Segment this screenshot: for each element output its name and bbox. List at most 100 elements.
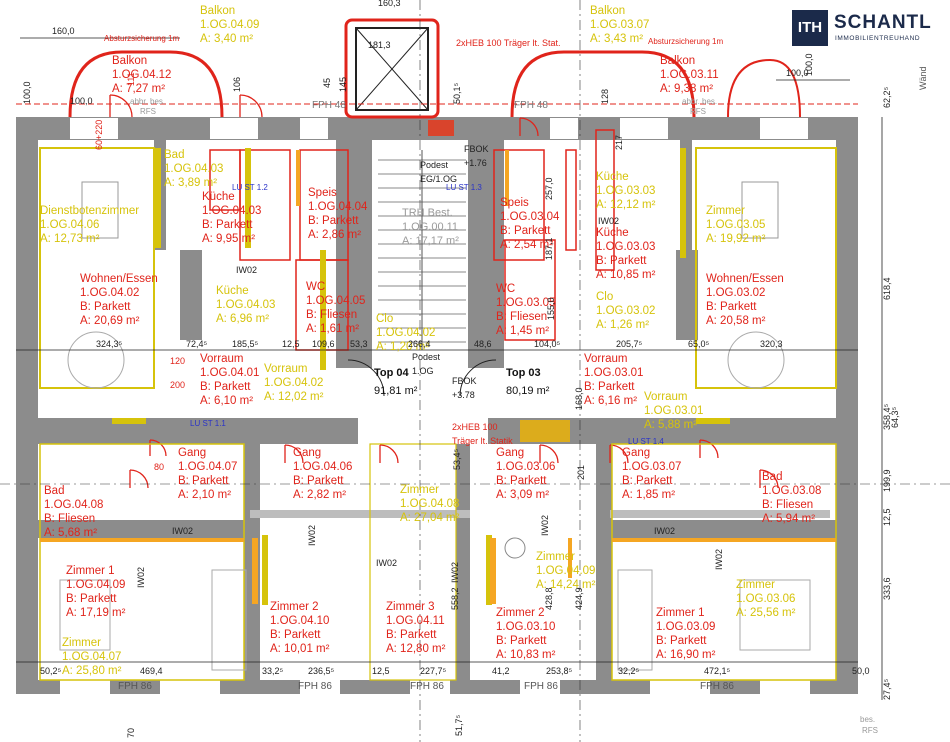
dim-label: 236,5⁵ [308, 666, 335, 676]
room-label-line: Küche [596, 171, 629, 183]
room-label-line: Zimmer 1 [656, 607, 705, 619]
room-label-line: A: 10,83 m² [496, 649, 556, 661]
dim-label: 187,1 [544, 237, 554, 260]
facade-label: FPH 86 [524, 681, 558, 692]
wall-segment [612, 520, 836, 538]
dim-label: 120 [170, 356, 185, 366]
wall-note: Wänd [918, 66, 928, 90]
wall-type-label: IW02 [654, 526, 675, 536]
door-swing [759, 469, 779, 489]
dim-label: 128 [600, 89, 610, 104]
dim-label: 32,2⁵ [618, 666, 640, 676]
steel-beam-note: 2xHEB 100 Träger lt. Stat. [456, 38, 561, 48]
room-label-line: A: 3,43 m² [590, 33, 643, 45]
wall-type-label: IW02 [598, 216, 619, 226]
logo-mark: ITH [792, 10, 828, 46]
room-label-line: B: Parkett [496, 635, 547, 647]
facade-label: FPH 86 [410, 681, 444, 692]
room-label-line: A: 3,89 m² [164, 177, 217, 189]
ventilation-label: LU ST 1.3 [446, 183, 482, 192]
room-label-line: Wohnen/Essen [80, 273, 158, 285]
dim-label: 618,4 [882, 277, 892, 300]
room-label-line: A: 16,90 m² [656, 649, 716, 661]
room-label-line: 1.OG.03.05 [496, 297, 555, 309]
orange-accent [40, 538, 244, 542]
steel-beam-hatch [428, 120, 454, 136]
dim-label: 100,0 [786, 68, 809, 78]
room-label-line: B: Parkett [80, 301, 131, 313]
room-label-line: 1.OG.03.03 [596, 185, 655, 197]
room-label-line: A: 9,38 m² [660, 83, 713, 95]
wall-type-label: IW02 [450, 562, 460, 583]
door-swing-stair [347, 359, 385, 397]
room-label-line: 1.OG.04.11 [386, 615, 445, 627]
room-label-line: A: 6,10 m² [200, 395, 253, 407]
room-label-line: 1.OG.04.08 [400, 498, 459, 510]
facade-label: FPH 86 [118, 681, 152, 692]
room-label-line: Küche [596, 227, 629, 239]
wardrobe [211, 569, 247, 671]
wall-segment [596, 444, 612, 680]
room-label-line: A: 1,26 m² [596, 319, 649, 331]
dim-label: 217 [614, 135, 624, 150]
dim-label: 104,0⁵ [534, 339, 561, 349]
room-label-line: 1.OG.04.09 [536, 565, 595, 577]
room-label-line: Balkon [200, 5, 235, 17]
room-label-line: Bad [762, 471, 782, 483]
room-label-line: FBOK [464, 144, 489, 154]
dim-label: 558,2 [450, 587, 460, 610]
orange-accent [612, 538, 836, 542]
room-label-line: Gang [496, 447, 524, 459]
wall-segment [468, 140, 504, 368]
room-label-line: 1.OG.04.03 [216, 299, 275, 311]
room-label-line: Balkon [590, 5, 625, 17]
room-label-line: A: 27,04 m² [400, 512, 460, 524]
room-label-line: 1.OG.00.11 [402, 221, 458, 233]
room-label-line: 1.OG.04.06 [293, 461, 352, 473]
dim-label: 27,4⁵ [882, 678, 892, 700]
room-label-line: A: 12,73 m² [40, 233, 100, 245]
dim-label: 80 [154, 462, 164, 472]
room-label-line: B: Parkett [622, 475, 673, 487]
window-opening [650, 680, 710, 694]
dim-label: 72,4⁵ [186, 339, 208, 349]
logo-subtitle: IMMOBILIENTREUHAND [835, 35, 921, 42]
room-label-line: Vorraum [584, 353, 627, 365]
absturz-note: Absturzsicherung 1m [648, 37, 723, 46]
room-label-line: Vorraum [200, 353, 243, 365]
room-label-line: Podest [412, 352, 441, 362]
dim-label: 100,0 [22, 81, 32, 104]
dim-label: 41,2 [492, 666, 510, 676]
wall-type-label: IW02 [376, 558, 397, 568]
room-label-line: B: Parkett [496, 475, 547, 487]
dim-label: 100,0 [70, 96, 93, 106]
room-label-line: 1.OG.04.05 [306, 295, 365, 307]
room-label-line: 1.OG.03.09 [656, 621, 715, 633]
window-opening [520, 680, 560, 694]
room-label-line: 1.OG.04.02 [376, 327, 435, 339]
wall-type-label: IW02 [714, 549, 724, 570]
room-label-line: B: Parkett [584, 381, 635, 393]
door-swing [699, 439, 719, 459]
dim-label: 50,2⁵ [40, 666, 62, 676]
room-label-line: A: 12,12 m² [596, 199, 656, 211]
room-label-line: B: Fliesen [44, 513, 95, 525]
room-label-line: A: 17,19 m² [66, 607, 126, 619]
existing-wall-line [696, 418, 730, 424]
floor-level-label: FBOK+1.76 [464, 144, 489, 168]
unit-name-top03: Top 03 [506, 367, 541, 379]
room-label-line: 1.OG.04.12 [112, 69, 171, 81]
room-label-line: 1.OG.04.02 [264, 377, 323, 389]
existing-wall-line [680, 148, 686, 258]
orange-accent [296, 150, 300, 206]
dining-table [741, 181, 779, 239]
